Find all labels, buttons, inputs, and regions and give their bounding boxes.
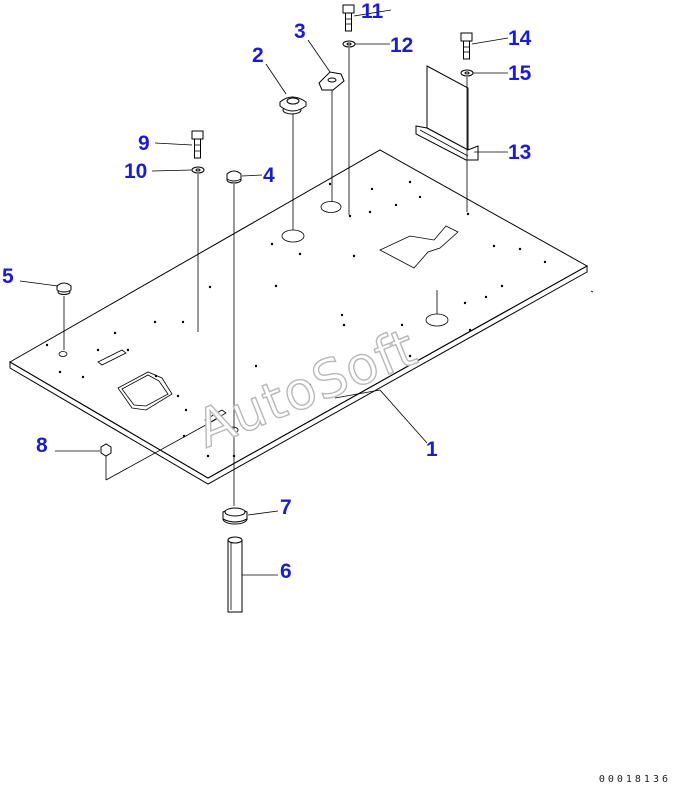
pipe-6	[227, 536, 243, 613]
callout-2: 2	[252, 44, 264, 67]
callout-3: 3	[294, 20, 306, 43]
callout-12: 12	[390, 34, 413, 57]
callout-13: 13	[508, 141, 531, 164]
bracket	[415, 65, 479, 161]
assembly-lines	[63, 48, 468, 506]
callout-15: 15	[508, 62, 532, 85]
callout-7: 7	[280, 496, 292, 519]
nut-8	[100, 443, 112, 457]
grommet-2	[279, 96, 307, 115]
washer-15	[460, 69, 474, 77]
cap-3	[318, 71, 345, 91]
bolt-9	[191, 130, 204, 159]
plug-4	[226, 170, 242, 184]
callout-1: 1	[426, 438, 438, 461]
callout-9: 9	[138, 132, 150, 155]
callout-8: 8	[36, 434, 48, 457]
floor-plate	[9, 149, 594, 485]
clamp-7	[222, 507, 248, 525]
plate-holes	[45, 180, 547, 458]
callout-10: 10	[124, 160, 147, 183]
washer-12	[342, 40, 356, 48]
callout-14: 14	[508, 27, 532, 50]
document-number: 00018136	[598, 774, 671, 785]
watermark-text: AutoSoft	[188, 318, 425, 460]
callout-5: 5	[2, 265, 14, 288]
plug-5	[56, 282, 72, 295]
callout-6: 6	[280, 560, 292, 583]
bolt-11	[342, 4, 355, 32]
washer-10	[191, 166, 205, 174]
leader-lines	[19, 9, 509, 576]
bolt-14	[460, 32, 473, 60]
callout-labels: 11 12 3 14 15 2 13 9 10 4 5 1 8 7 6	[2, 0, 532, 583]
callout-11: 11	[361, 0, 384, 23]
callout-4: 4	[263, 164, 275, 187]
